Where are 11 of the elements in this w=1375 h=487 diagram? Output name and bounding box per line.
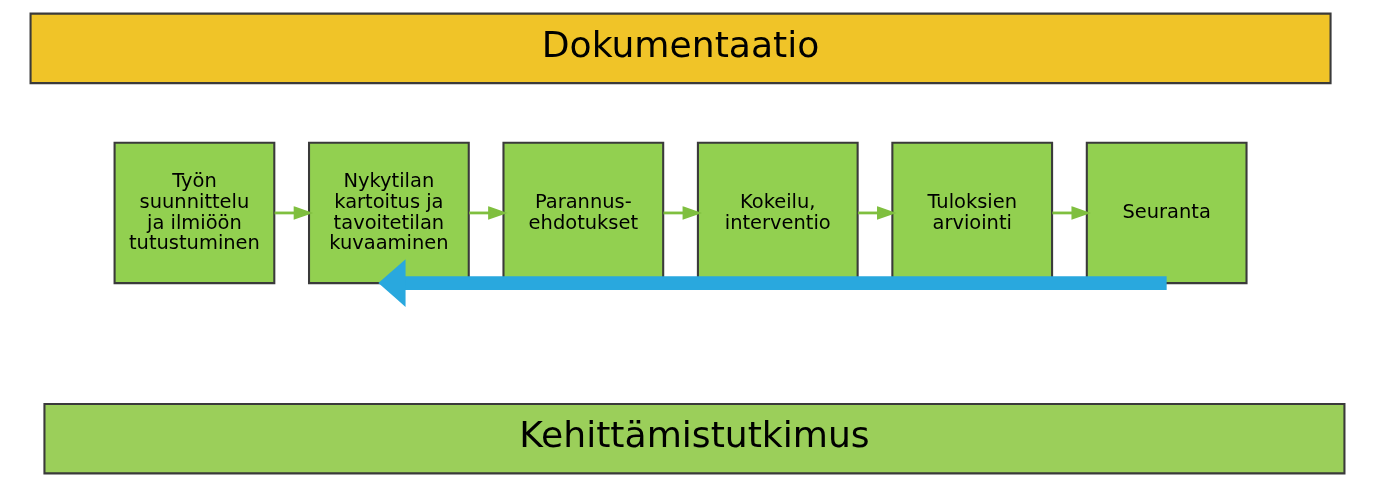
arrow bbox=[663, 206, 703, 220]
arrow bbox=[469, 206, 508, 220]
node-box: Nykytilan kartoitus ja tavoitetilan kuvaaminen bbox=[308, 141, 470, 285]
node-box: Dokumentaatio bbox=[29, 12, 1332, 85]
arrow bbox=[1052, 206, 1091, 220]
arrow bbox=[857, 206, 897, 220]
arrow bbox=[378, 259, 1167, 307]
node-box: Kehittämistutkimus bbox=[43, 402, 1346, 475]
node-box: Seuranta bbox=[1085, 141, 1248, 285]
arrow bbox=[274, 206, 314, 220]
node-box: Työn suunnittelu ja ilmiöön tutustuminen bbox=[113, 141, 276, 285]
